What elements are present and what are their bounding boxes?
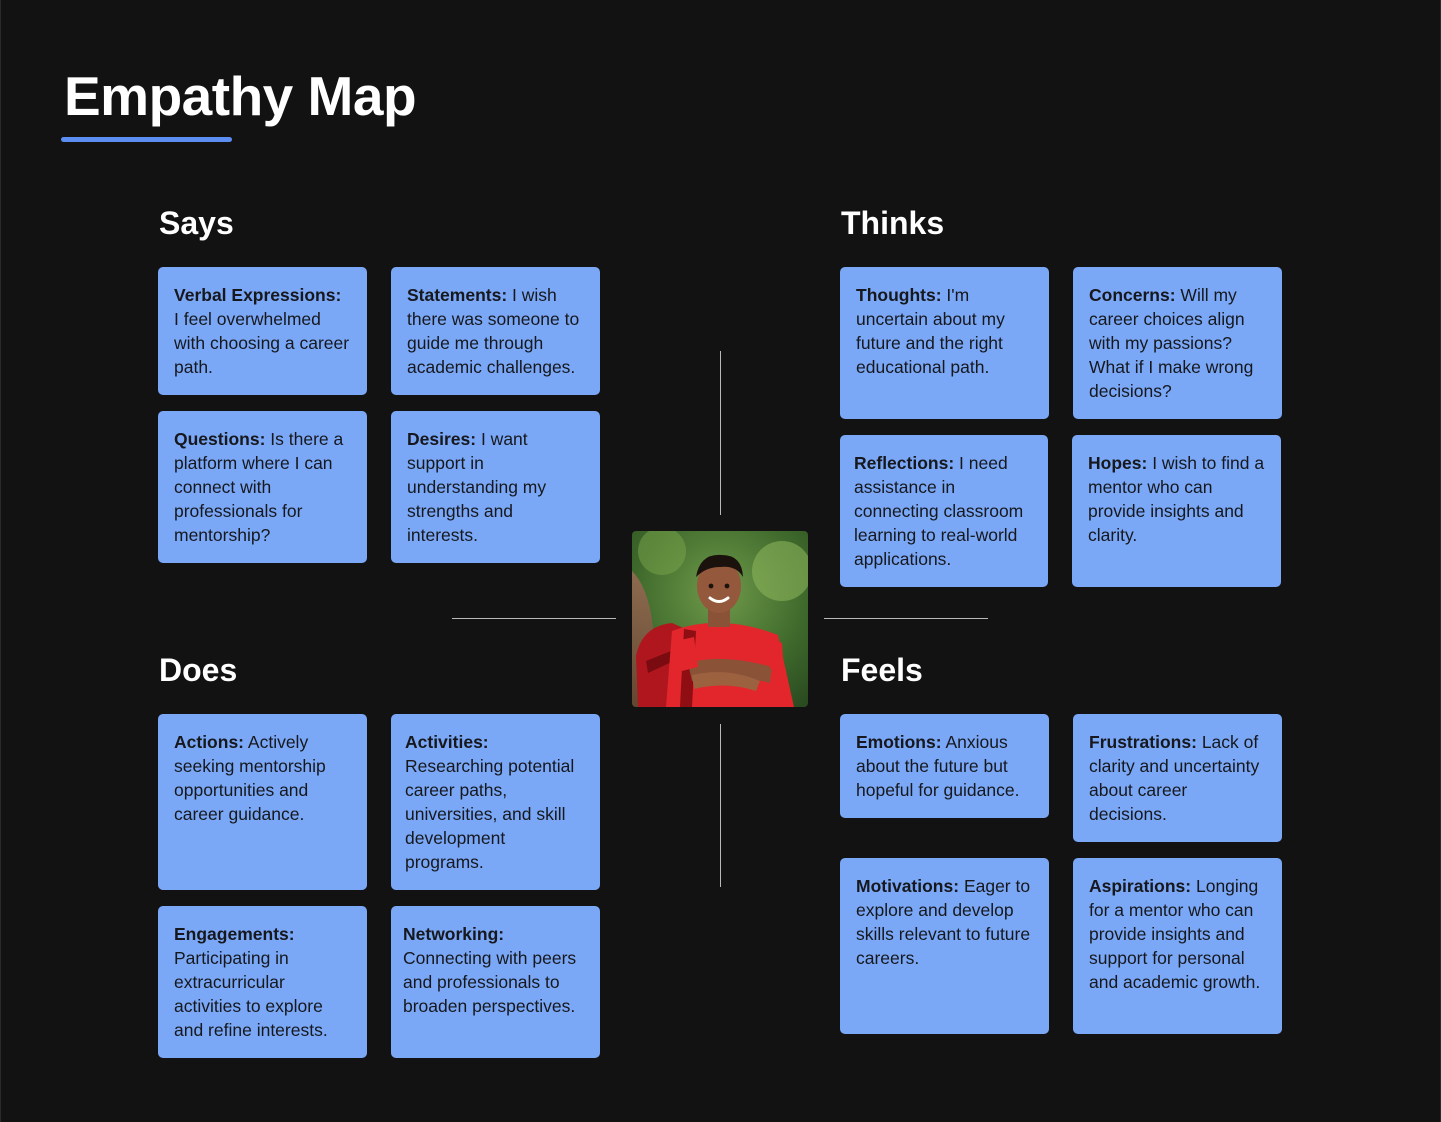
card-label: Statements: <box>407 285 507 305</box>
thinks-card-hopes: Hopes: I wish to find a mentor who can p… <box>1072 435 1281 587</box>
divider-top <box>720 351 721 515</box>
card-text: Participating in extracurricular activit… <box>174 948 328 1040</box>
card-label: Emotions: <box>856 732 942 752</box>
feels-card-emotions: Emotions: Anxious about the future but h… <box>840 714 1049 818</box>
does-card-networking: Networking: Connecting with peers and pr… <box>391 906 600 1058</box>
card-text: I feel overwhelmed with choosing a caree… <box>174 309 349 377</box>
card-label: Concerns: <box>1089 285 1176 305</box>
says-heading: Says <box>159 205 234 242</box>
card-label: Aspirations: <box>1089 876 1191 896</box>
card-label: Reflections: <box>854 453 954 473</box>
feels-heading: Feels <box>841 652 923 689</box>
does-heading: Does <box>159 652 237 689</box>
divider-right <box>824 618 988 619</box>
does-card-engagements: Engagements: Participating in extracurri… <box>158 906 367 1058</box>
card-label: Networking: <box>403 924 504 944</box>
persona-photo <box>632 531 808 707</box>
card-label: Hopes: <box>1088 453 1147 473</box>
feels-card-motivations: Motivations: Eager to explore and develo… <box>840 858 1049 1034</box>
does-card-actions: Actions: Actively seeking mentorship opp… <box>158 714 367 890</box>
says-card-verbal-expressions: Verbal Expressions: I feel overwhelmed w… <box>158 267 367 395</box>
thinks-card-thoughts: Thoughts: I'm uncertain about my future … <box>840 267 1049 419</box>
card-label: Frustrations: <box>1089 732 1197 752</box>
title-underline <box>61 137 232 142</box>
says-card-questions: Questions: Is there a platform where I c… <box>158 411 367 563</box>
thinks-card-reflections: Reflections: I need assistance in connec… <box>840 435 1048 587</box>
card-label: Motivations: <box>856 876 959 896</box>
says-card-statements: Statements: I wish there was someone to … <box>391 267 600 395</box>
divider-bottom <box>720 724 721 887</box>
card-label: Desires: <box>407 429 476 449</box>
thinks-heading: Thinks <box>841 205 944 242</box>
card-label: Engagements: <box>174 924 295 944</box>
card-label: Actions: <box>174 732 244 752</box>
feels-card-frustrations: Frustrations: Lack of clarity and uncert… <box>1073 714 1282 842</box>
feels-card-aspirations: Aspirations: Longing for a mentor who ca… <box>1073 858 1282 1034</box>
card-label: Thoughts: <box>856 285 942 305</box>
page-title: Empathy Map <box>64 64 416 128</box>
thinks-card-concerns: Concerns: Will my career choices align w… <box>1073 267 1282 419</box>
card-label: Activities: <box>405 732 489 752</box>
card-text: Researching potential career paths, univ… <box>405 756 574 872</box>
card-text: Connecting with peers and professionals … <box>403 948 576 1016</box>
does-card-activities: Activities: Researching potential career… <box>391 714 600 890</box>
divider-left <box>452 618 616 619</box>
card-label: Questions: <box>174 429 265 449</box>
card-label: Verbal Expressions: <box>174 285 341 305</box>
says-card-desires: Desires: I want support in understanding… <box>391 411 600 563</box>
